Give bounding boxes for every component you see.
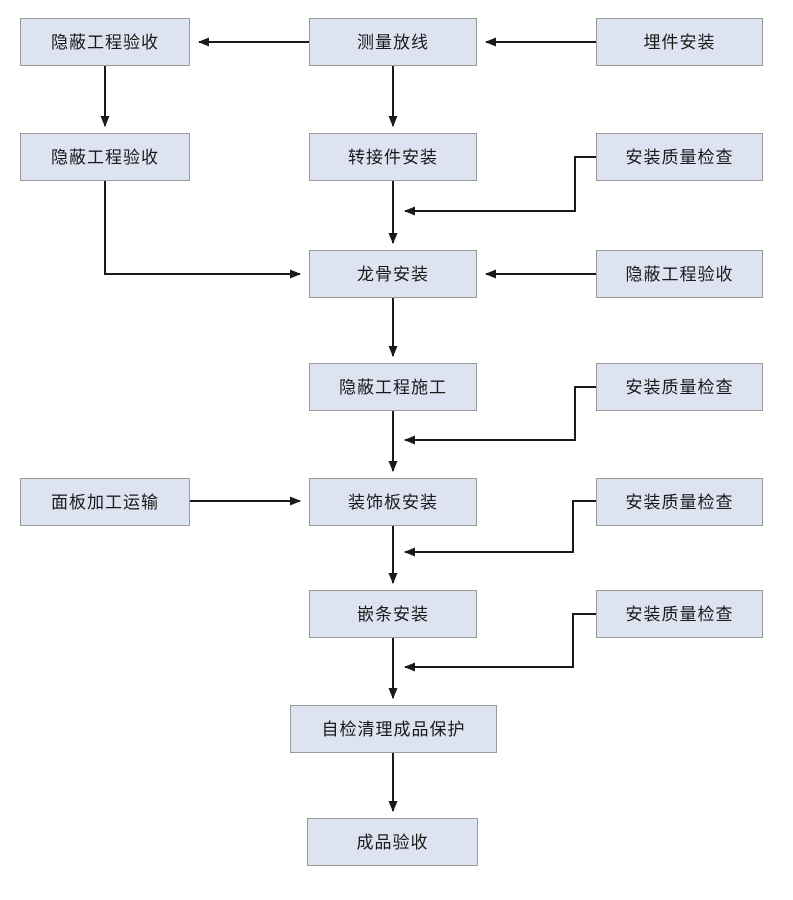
- flow-node-label: 隐蔽工程验收: [51, 32, 159, 52]
- flow-edge-e10: [404, 386, 596, 445]
- flow-node-label: 隐蔽工程施工: [339, 377, 447, 397]
- flow-node-label: 面板加工运输: [51, 492, 159, 512]
- flow-node-label: 安装质量检查: [625, 604, 734, 624]
- flow-node-label: 埋件安装: [643, 32, 716, 52]
- flow-edge-e13: [404, 500, 596, 557]
- flow-node-label: 测量放线: [357, 32, 429, 52]
- flow-node-n2[interactable]: 测量放线: [309, 18, 477, 66]
- flow-node-label: 转接件安装: [348, 147, 438, 167]
- flow-node-n7[interactable]: 龙骨安装: [309, 250, 477, 298]
- flow-node-n6[interactable]: 安装质量检查: [596, 133, 763, 181]
- flow-node-n11[interactable]: 面板加工运输: [20, 478, 190, 526]
- flow-node-label: 自检清理成品保护: [321, 719, 466, 739]
- flow-node-label: 嵌条安装: [357, 604, 429, 624]
- flow-node-n1[interactable]: 隐蔽工程验收: [20, 18, 190, 66]
- flow-node-n4[interactable]: 隐蔽工程验收: [20, 133, 190, 181]
- flow-edge-e7: [104, 181, 301, 279]
- flow-node-label: 安装质量检查: [625, 377, 734, 397]
- flow-node-n9[interactable]: 隐蔽工程施工: [309, 363, 477, 411]
- flow-node-label: 龙骨安装: [357, 264, 429, 284]
- flow-node-n14[interactable]: 嵌条安装: [309, 590, 477, 638]
- flow-node-n3[interactable]: 埋件安装: [596, 18, 763, 66]
- flow-node-n17[interactable]: 成品验收: [307, 818, 478, 866]
- flow-node-n5[interactable]: 转接件安装: [309, 133, 477, 181]
- flow-edge-e6: [404, 156, 596, 216]
- flow-node-n16[interactable]: 自检清理成品保护: [290, 705, 497, 753]
- flow-node-label: 安装质量检查: [625, 147, 734, 167]
- flow-node-n12[interactable]: 装饰板安装: [309, 478, 477, 526]
- flow-node-label: 安装质量检查: [625, 492, 734, 512]
- flow-node-n10[interactable]: 安装质量检查: [596, 363, 763, 411]
- flow-node-label: 隐蔽工程验收: [51, 147, 159, 167]
- flow-node-label: 成品验收: [356, 832, 429, 852]
- flow-node-label: 装饰板安装: [348, 492, 438, 512]
- flow-node-label: 隐蔽工程验收: [625, 264, 734, 284]
- flow-edge-e15: [404, 613, 596, 672]
- flow-node-n13[interactable]: 安装质量检查: [596, 478, 763, 526]
- flow-node-n8[interactable]: 隐蔽工程验收: [596, 250, 763, 298]
- flow-node-n15[interactable]: 安装质量检查: [596, 590, 763, 638]
- edges-group: [100, 37, 596, 812]
